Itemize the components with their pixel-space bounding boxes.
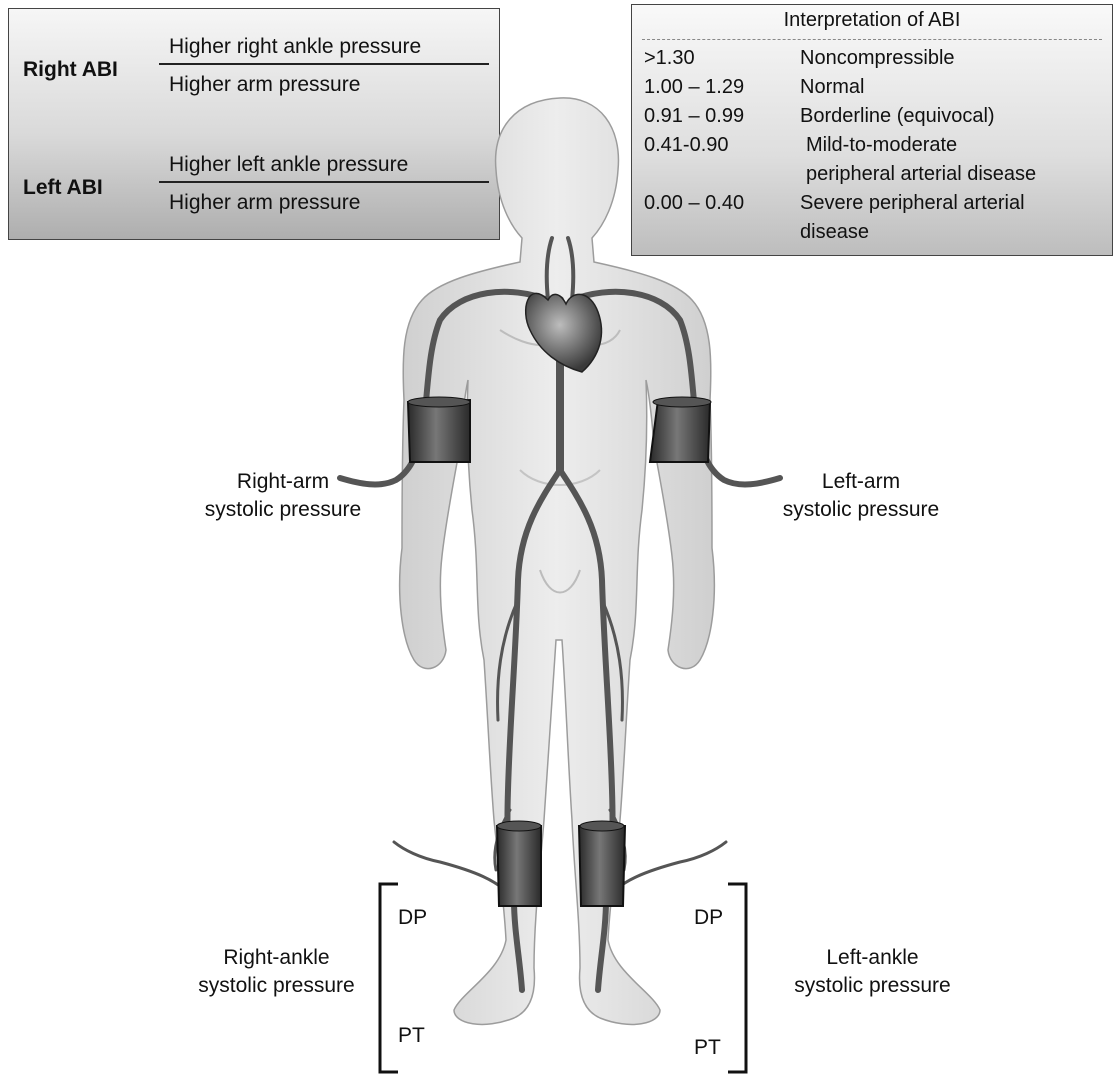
left-arm-label-line1: Left-arm [756,468,966,496]
right-dp-label: DP [398,906,427,930]
right-arm-label: Right-arm systolic pressure [183,468,383,524]
left-arm-label-line2: systolic pressure [756,496,966,524]
left-ankle-label-line1: Left-ankle [770,944,975,972]
left-dp-label: DP [694,906,723,930]
right-pt-label: PT [398,1024,425,1048]
right-arm-cuff [408,397,470,462]
left-pt-label: PT [694,1036,721,1060]
body-silhouette [400,98,715,1025]
left-arm-cuff [650,397,711,462]
left-ankle-cuff [579,821,625,906]
right-ankle-label-line1: Right-ankle [174,944,379,972]
right-ankle-label: Right-ankle systolic pressure [174,944,379,1000]
right-ankle-bracket [380,884,398,1072]
left-ankle-label-line2: systolic pressure [770,972,975,1000]
left-ankle-bracket [728,884,746,1072]
right-arm-label-line2: systolic pressure [183,496,383,524]
right-ankle-cuff [497,821,541,906]
left-arm-label: Left-arm systolic pressure [756,468,966,524]
right-arm-label-line1: Right-arm [183,468,383,496]
left-ankle-label: Left-ankle systolic pressure [770,944,975,1000]
right-ankle-label-line2: systolic pressure [174,972,379,1000]
